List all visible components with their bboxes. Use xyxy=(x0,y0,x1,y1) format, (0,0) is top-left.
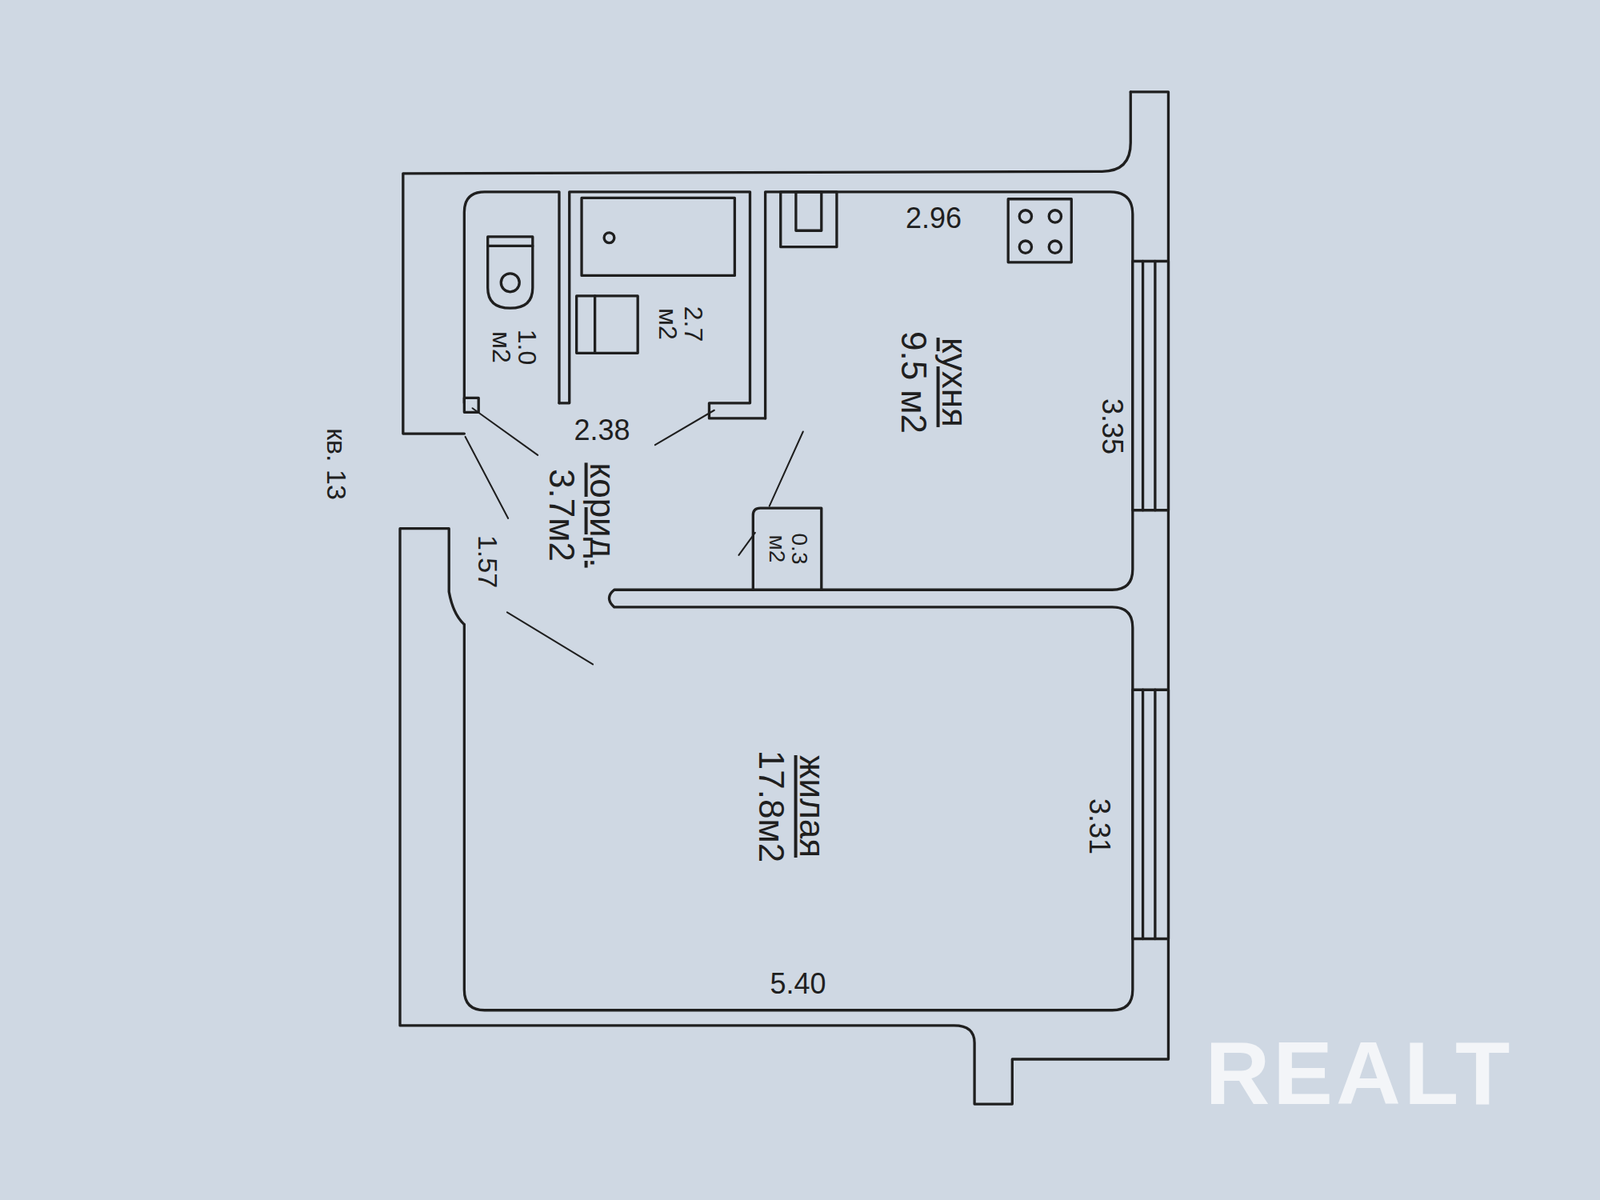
kitchen-sink xyxy=(796,192,822,231)
room-label-group: 1.0 м2 xyxy=(488,328,540,364)
window xyxy=(1132,689,1169,939)
room-label-group: 2.7 м2 xyxy=(655,306,707,342)
dimension-label: 1.57 xyxy=(474,534,502,588)
bathtub-drain xyxy=(604,232,615,244)
room-area: 1.0 м2 xyxy=(488,328,540,364)
room-area: 0.3 м2 xyxy=(765,533,811,565)
window xyxy=(1143,689,1156,939)
room-name: жилая xyxy=(791,749,832,862)
bathtub xyxy=(581,197,735,276)
toilet-bowl xyxy=(500,273,520,292)
room: корид.3.7м2 xyxy=(479,418,684,612)
room-wall xyxy=(464,192,560,404)
dimension-label: 3.35 xyxy=(1097,398,1127,455)
outer-wall xyxy=(403,92,1131,434)
stove-burner xyxy=(1048,240,1061,253)
dimension-label: 3.31 xyxy=(1084,798,1114,855)
stove-burner xyxy=(1019,210,1032,223)
room-area: 17.8м2 xyxy=(750,749,792,862)
stove-burner xyxy=(1048,210,1061,223)
stove xyxy=(1008,199,1072,263)
stove-burner xyxy=(1019,240,1032,253)
door-swing xyxy=(465,436,509,519)
dimension-label: 2.96 xyxy=(905,204,962,233)
door-swing xyxy=(472,408,539,456)
room: жилая17.8м2 xyxy=(479,622,1102,990)
door-swing xyxy=(507,612,593,664)
window xyxy=(1132,261,1169,511)
room: 0.3 м2 xyxy=(755,510,822,588)
room-area: 2.7 м2 xyxy=(655,306,707,342)
window xyxy=(1143,261,1156,511)
door-swing xyxy=(655,410,715,445)
kitchen-sink xyxy=(780,192,837,248)
washbasin xyxy=(576,296,639,353)
door-swing xyxy=(769,432,804,507)
toilet-bowl xyxy=(488,245,533,308)
room: 2.7 м2 xyxy=(612,280,750,368)
room: кухня9.5 м2 xyxy=(775,265,1092,500)
dimension-label: 2.38 xyxy=(574,416,631,445)
room-wall xyxy=(752,508,821,590)
room-label-group: кухня9.5 м2 xyxy=(892,331,974,434)
washbasin xyxy=(593,296,596,353)
room-name: кухня xyxy=(933,331,975,434)
room-wall xyxy=(559,192,766,419)
room: 1.0 м2 xyxy=(469,306,560,388)
dimension-label: 5.40 xyxy=(769,969,826,999)
outer-wall xyxy=(400,92,1168,1104)
room-wall xyxy=(464,192,1132,1011)
room-label-group: корид.3.7м2 xyxy=(540,463,622,568)
room-name: корид. xyxy=(581,463,623,568)
apartment-number: кв. 13 xyxy=(323,428,351,501)
toilet-tank xyxy=(488,236,533,246)
watermark: REALT xyxy=(1204,1028,1513,1119)
room-area: 3.7м2 xyxy=(540,463,582,568)
room-label-group: жилая17.8м2 xyxy=(750,749,832,862)
room-label-group: 0.3 м2 xyxy=(765,533,811,565)
room-area: 9.5 м2 xyxy=(892,331,934,434)
door-swing xyxy=(738,532,755,556)
